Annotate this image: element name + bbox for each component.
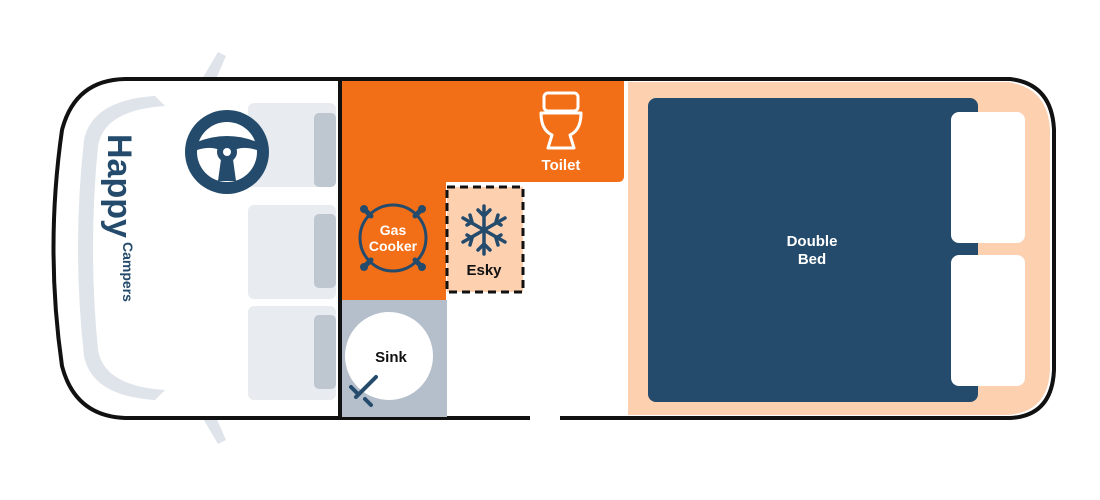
toilet-label: Toilet (542, 157, 581, 174)
gas-burner-icon (358, 203, 428, 273)
toilet-icon (539, 91, 583, 150)
snowflake-icon (461, 204, 507, 256)
brand-name: Happy (100, 134, 138, 238)
double-bed-label: Double (787, 233, 838, 250)
gas-cooker-label: Cooker (369, 238, 418, 254)
double-bed-label: Bed (798, 251, 826, 268)
tap-icon (349, 375, 378, 407)
kitchen-counter (342, 81, 624, 300)
gas-cooker-label: Gas (380, 222, 407, 238)
front-seats (248, 103, 336, 400)
esky-label: Esky (466, 262, 502, 279)
sink-basin (345, 312, 433, 400)
happy-campers-logo: Happy Campers (100, 134, 138, 302)
double-bed (648, 98, 978, 402)
sink-label: Sink (375, 349, 407, 366)
pillow-bottom (951, 255, 1025, 386)
steering-wheel-icon (185, 110, 269, 194)
pillow-top (951, 112, 1025, 243)
body-outline (340, 77, 1056, 420)
brand-tagline: Campers (120, 242, 136, 302)
